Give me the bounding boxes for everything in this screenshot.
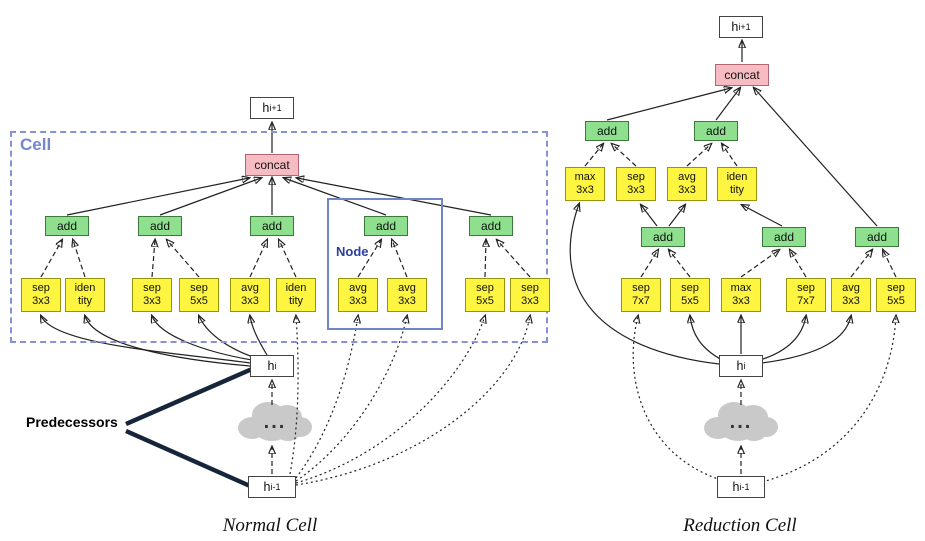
cloud-left-shape xyxy=(238,402,312,441)
reduction-add-box-mid-3: add xyxy=(855,227,899,247)
op-avg-3x3: avg 3x3 xyxy=(338,278,378,312)
normal-add-box-3: add xyxy=(250,216,294,236)
normal-cell-hprev-edges xyxy=(289,316,530,486)
op-sep-7x7: sep 7x7 xyxy=(786,278,826,312)
normal-add-box-4: add xyxy=(364,216,408,236)
op-identity: iden tity xyxy=(717,167,757,201)
reduction-add-box-top-1: add xyxy=(585,121,629,141)
op-sep-5x5: sep 5x5 xyxy=(465,278,505,312)
op-identity: iden tity xyxy=(276,278,316,312)
op-sep-3x3: sep 3x3 xyxy=(132,278,172,312)
node-label: Node xyxy=(336,244,369,259)
h-label: h xyxy=(262,101,270,115)
predecessors-label: Predecessors xyxy=(26,414,118,430)
op-avg-3x3: avg 3x3 xyxy=(831,278,871,312)
h-label: h xyxy=(267,359,275,373)
h-subscript: i+1 xyxy=(269,103,282,113)
op-sep-5x5: sep 5x5 xyxy=(179,278,219,312)
reduction-add-box-top-2: add xyxy=(694,121,738,141)
reduction-cell-op-to-add-edges xyxy=(584,144,897,474)
node-boundary: Node xyxy=(327,198,443,330)
op-sep-5x5: sep 5x5 xyxy=(876,278,916,312)
h-subscript: i xyxy=(743,361,746,371)
reduction-cell-solid-edges xyxy=(569,41,878,365)
cell-boundary: Cell xyxy=(10,131,548,343)
op-avg-3x3: avg 3x3 xyxy=(667,167,707,201)
op-sep-3x3: sep 3x3 xyxy=(21,278,61,312)
op-sep-7x7: sep 7x7 xyxy=(621,278,661,312)
cell-label: Cell xyxy=(20,135,52,154)
reduction-cell-caption: Reduction Cell xyxy=(683,515,797,536)
op-avg-3x3: avg 3x3 xyxy=(230,278,270,312)
h-label: h xyxy=(732,480,740,494)
h-label: h xyxy=(736,359,744,373)
cloud-left-dots: ... xyxy=(263,411,287,433)
h-subscript: i-1 xyxy=(270,482,281,492)
normal-add-box-2: add xyxy=(138,216,182,236)
normal-cell-solid-edges xyxy=(41,123,492,367)
h-subscript: i+1 xyxy=(738,22,751,32)
normal-add-box-5: add xyxy=(469,216,513,236)
cloud-right-shape xyxy=(704,402,778,441)
normal-add-box-1: add xyxy=(45,216,89,236)
predecessor-pointer-lines xyxy=(125,366,253,489)
reduction-add-box-mid-2: add xyxy=(762,227,806,247)
reduction-add-box-mid-1: add xyxy=(641,227,685,247)
normal-cell-caption: Normal Cell xyxy=(222,515,318,536)
op-max-3x3: max 3x3 xyxy=(721,278,761,312)
normal-cell-op-to-add-edges xyxy=(40,240,531,474)
op-max-3x3: max 3x3 xyxy=(565,167,605,201)
reduction-concat-box: concat xyxy=(715,64,769,86)
op-avg-3x3: avg 3x3 xyxy=(387,278,427,312)
op-sep-3x3: sep 3x3 xyxy=(616,167,656,201)
op-sep-5x5: sep 5x5 xyxy=(670,278,710,312)
op-sep-3x3: sep 3x3 xyxy=(510,278,550,312)
h-subscript: i xyxy=(274,361,277,371)
normal-concat-box: concat xyxy=(245,154,299,176)
h-label: h xyxy=(263,480,271,494)
h-subscript: i-1 xyxy=(739,482,750,492)
h-label: h xyxy=(731,20,739,34)
cloud-right-dots: ... xyxy=(729,411,753,433)
op-identity: iden tity xyxy=(65,278,105,312)
reduction-cell-hprev-edges xyxy=(632,316,896,483)
